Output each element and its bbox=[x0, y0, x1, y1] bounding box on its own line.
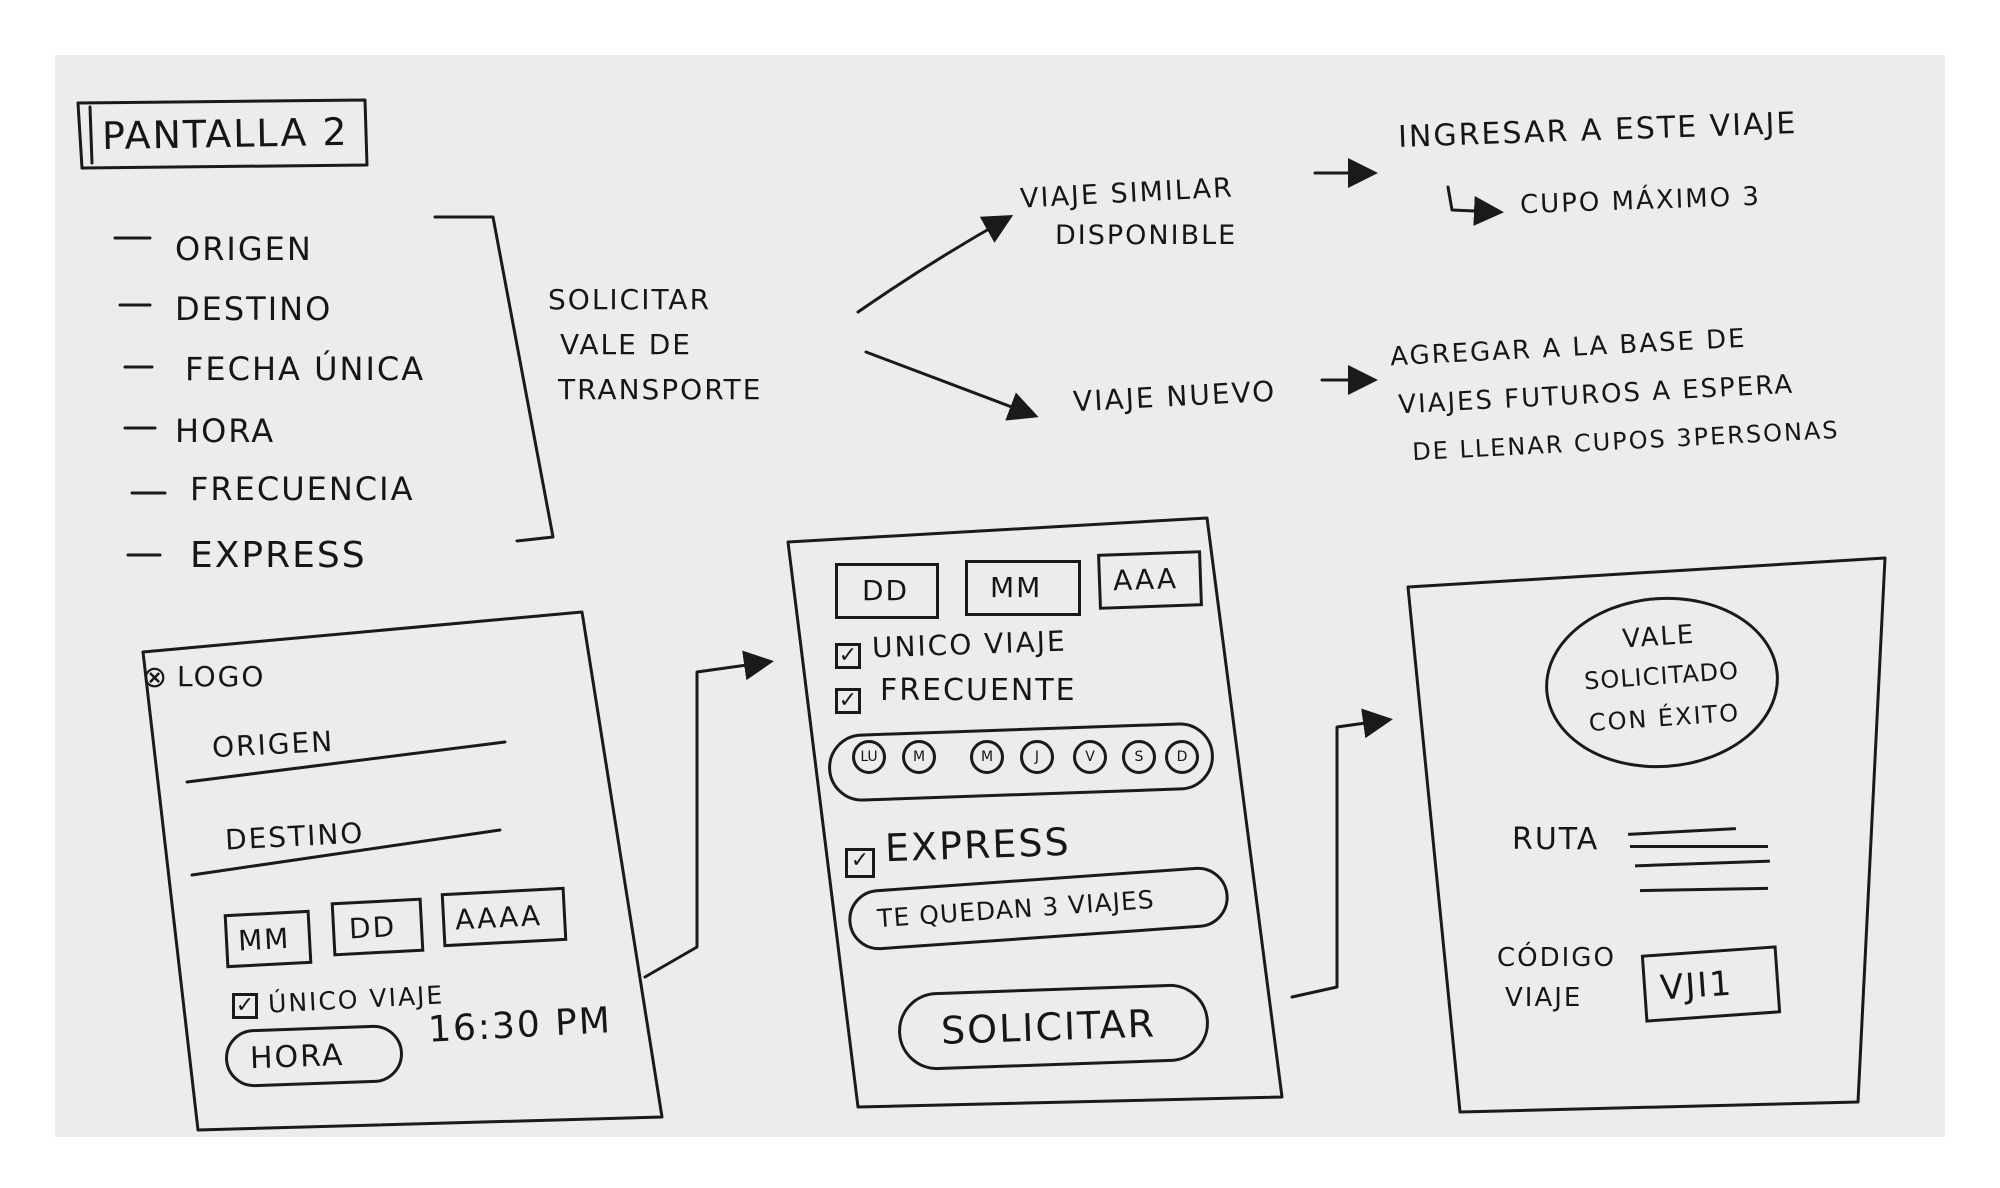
origin-field-line bbox=[185, 740, 507, 784]
screen1-logo: LOGO bbox=[177, 660, 266, 693]
single-trip-checkbox[interactable]: ✓ bbox=[835, 643, 861, 669]
field-item-destino: DESTINO bbox=[175, 290, 333, 328]
origin-field-label[interactable]: ORIGEN bbox=[211, 724, 335, 765]
bracket-label-line2: VALE DE bbox=[560, 328, 692, 361]
field-item-fecha-unica: FECHA ÚNICA bbox=[185, 350, 426, 388]
route-line bbox=[1630, 845, 1768, 848]
day-toggle-ju[interactable]: J bbox=[1020, 740, 1054, 774]
day-input[interactable]: DD bbox=[330, 897, 425, 957]
year-input[interactable]: AAA bbox=[1097, 550, 1203, 610]
single-trip-label: UNICO VIAJE bbox=[871, 624, 1068, 665]
arrow-to-similar bbox=[856, 215, 1014, 314]
field-item-origen: ORIGEN bbox=[175, 230, 313, 268]
field-item-hora: HORA bbox=[175, 412, 276, 450]
day-input[interactable]: DD bbox=[835, 563, 939, 619]
page-title: PANTALLA 2 bbox=[101, 109, 350, 159]
fields-bracket bbox=[433, 215, 555, 543]
day-toggle-lu[interactable]: LU bbox=[852, 740, 886, 774]
screen2-frame bbox=[786, 516, 1284, 1109]
route-label: RUTA bbox=[1512, 822, 1600, 857]
month-input[interactable]: MM bbox=[223, 909, 313, 969]
trip-code-value: VJI1 bbox=[1658, 963, 1735, 1009]
arrow-to-new bbox=[864, 350, 1039, 421]
arrow-screen1-to-screen2 bbox=[643, 650, 774, 979]
title-frame bbox=[76, 98, 369, 170]
arrow-screen2-to-screen3 bbox=[1290, 708, 1393, 999]
day-toggle-vi[interactable]: V bbox=[1073, 740, 1107, 774]
logo-icon: ⊗ bbox=[142, 660, 168, 695]
month-input[interactable]: MM bbox=[965, 560, 1081, 616]
branch-similar-label-line2: DISPONIBLE bbox=[1055, 220, 1238, 251]
day-toggle-ma[interactable]: M bbox=[902, 740, 936, 774]
day-toggle-do[interactable]: D bbox=[1165, 740, 1199, 774]
frequent-label: FRECUENTE bbox=[880, 673, 1077, 708]
express-label: EXPRESS bbox=[884, 819, 1072, 871]
field-item-frecuencia: FRECUENCIA bbox=[190, 470, 415, 508]
screen1-frame bbox=[141, 610, 664, 1132]
single-trip-checkbox[interactable]: ✓ bbox=[232, 993, 258, 1019]
year-input[interactable]: AAAA bbox=[440, 886, 568, 948]
destination-field-line bbox=[190, 828, 502, 877]
field-item-express: EXPRESS bbox=[190, 535, 367, 576]
request-button[interactable]: SOLICITAR bbox=[896, 982, 1211, 1072]
express-checkbox[interactable]: ✓ bbox=[845, 848, 875, 878]
screen3-frame bbox=[1406, 556, 1887, 1114]
trip-code-label-line2: VIAJE bbox=[1505, 983, 1583, 1013]
bracket-label-line3: TRANSPORTE bbox=[558, 373, 763, 406]
trip-code-box: VJI1 bbox=[1640, 945, 1782, 1023]
bracket-label-line1: SOLICITAR bbox=[548, 283, 712, 316]
day-toggle-mi[interactable]: M bbox=[970, 740, 1004, 774]
day-toggle-sa[interactable]: S bbox=[1122, 740, 1156, 774]
title-frame-double bbox=[88, 105, 94, 165]
arrow-cupo bbox=[1446, 185, 1504, 226]
frequent-checkbox[interactable]: ✓ bbox=[835, 688, 861, 714]
hour-button[interactable]: HORA bbox=[224, 1023, 404, 1089]
trip-code-label-line1: CÓDIGO bbox=[1497, 943, 1616, 973]
